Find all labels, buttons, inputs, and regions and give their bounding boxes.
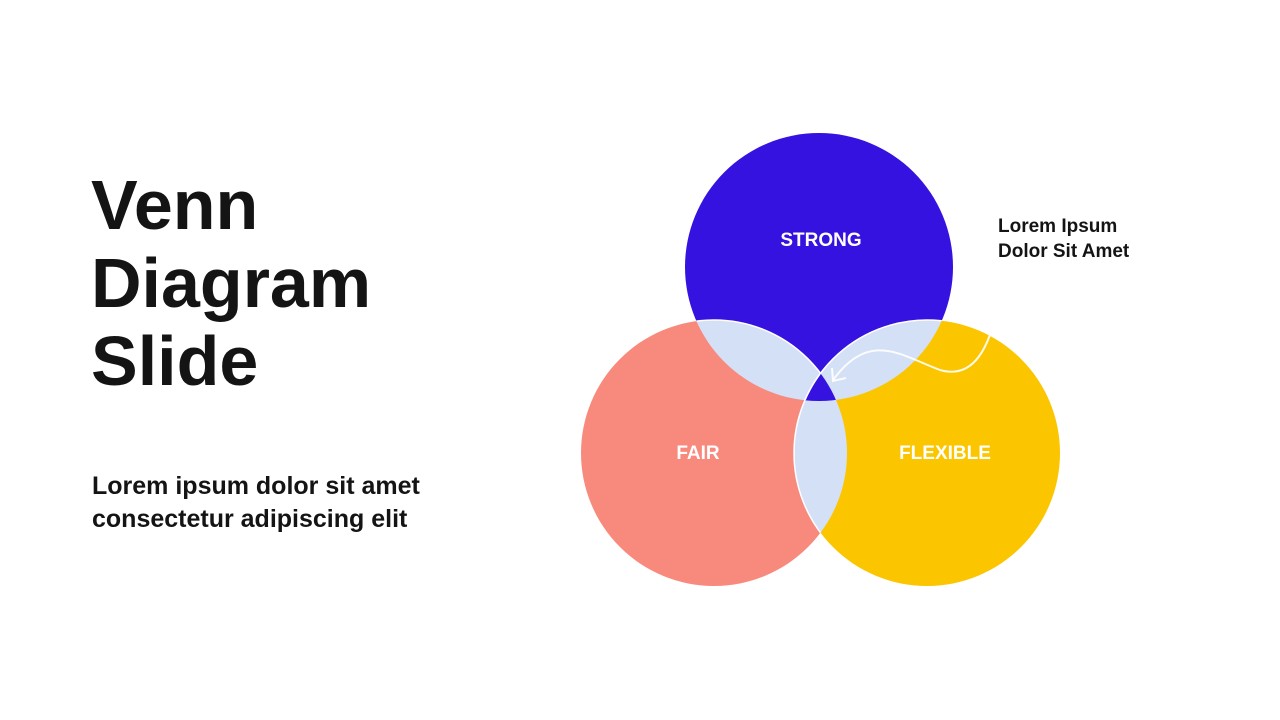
label-flexible: FLEXIBLE [899,443,991,464]
overlap-strong-fair [685,319,848,401]
overlap-strong-flexible [793,319,953,401]
annotation-text: Lorem Ipsum Dolor Sit Amet [998,216,1130,262]
label-strong: STRONG [780,230,861,251]
overlap-fair-flexible [793,320,847,586]
slide-subtitle: Lorem ipsum dolor sit amet consectetur a… [92,472,420,533]
label-fair: FAIR [676,443,720,464]
slide-title: Venn Diagram Slide [91,166,372,400]
arrow-curve [832,304,999,381]
arrow-head-icon [831,367,847,383]
